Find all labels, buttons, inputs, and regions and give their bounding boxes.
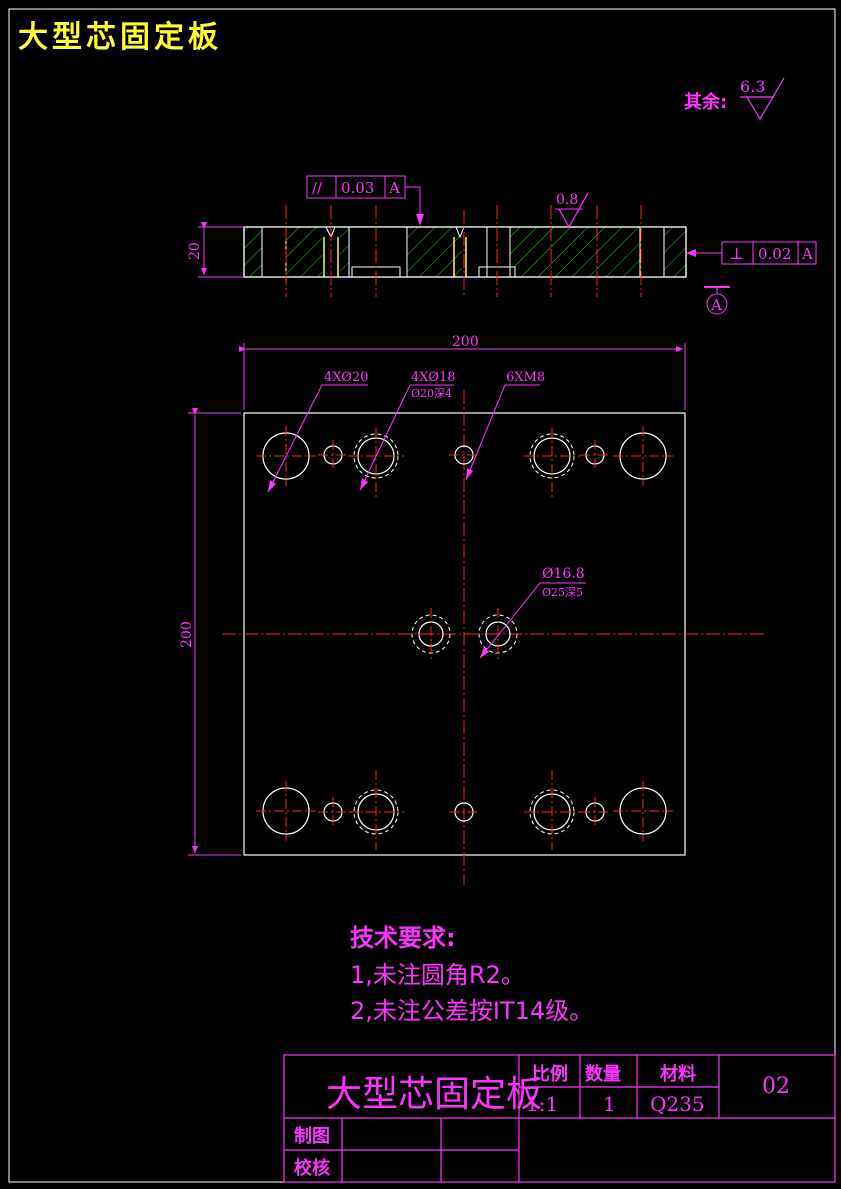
perpendicularity-frame: ⊥ 0.02 A [686, 241, 817, 265]
hole-callout-6xm8: 6XM8 [506, 370, 545, 385]
material-value: Q235 [650, 1092, 705, 1116]
general-roughness: 其余: 6.3 [684, 77, 785, 121]
quantity-label: 数量 [585, 1063, 621, 1085]
height-dim: 200 [179, 621, 195, 648]
width-dim: 200 [452, 334, 479, 350]
roughness-label: 其余: [684, 91, 727, 113]
roughness-symbol-icon [746, 77, 785, 121]
hole-callout-4x18-counterbore: Ø20深4 [411, 387, 452, 400]
quantity-value: 1 [603, 1092, 616, 1116]
roughness-mark-icon [558, 192, 589, 229]
thickness-dim: 20 [187, 242, 203, 260]
surface-roughness-value: 0.8 [556, 192, 578, 208]
parallelism-tolerance: 0.03 [341, 179, 374, 197]
surface-roughness: 0.8 [555, 192, 589, 229]
perpendicularity-tolerance: 0.02 [758, 245, 791, 263]
perpendicularity-symbol-icon: ⊥ [729, 244, 744, 263]
datum-label: A [710, 296, 722, 314]
hole-callout-4x20: 4XØ20 [324, 370, 369, 385]
notes-line-2: 2,未注公差按IT14级。 [350, 997, 593, 1025]
roughness-value: 6.3 [740, 77, 765, 96]
plan-view: 200 200 [179, 334, 765, 885]
title-block-part-name: 大型芯固定板 [326, 1074, 542, 1115]
drawing-number: 02 [762, 1074, 790, 1099]
title-block [283, 1054, 836, 1183]
parallelism-symbol-icon: // [312, 179, 323, 197]
drawn-by-label: 制图 [294, 1126, 330, 1147]
section-view: 20 // 0.03 A 0.8 ⊥ 0.02 A [187, 175, 817, 315]
datum-marker: A [704, 286, 730, 315]
drawing-title: 大型芯固定板 [18, 20, 222, 55]
hole-callout-16-8: Ø16.8 [542, 566, 585, 582]
scale-label: 比例 [532, 1063, 568, 1085]
perpendicularity-datum: A [801, 245, 813, 263]
hole-callout-4x18: 4XØ18 [411, 370, 456, 385]
parallelism-datum: A [388, 179, 400, 197]
notes-line-1: 1,未注圆角R2。 [350, 961, 525, 989]
technical-notes: 技术要求: 1,未注圆角R2。 2,未注公差按IT14级。 [350, 924, 593, 1025]
scale-value: 1:1 [526, 1092, 558, 1116]
notes-heading: 技术要求: [350, 924, 456, 952]
parallelism-frame: // 0.03 A [306, 175, 424, 226]
material-label: 材料 [660, 1063, 696, 1085]
hole-callout-16-8-counterbore: Ø25深5 [542, 586, 583, 599]
checked-by-label: 校核 [294, 1157, 330, 1179]
